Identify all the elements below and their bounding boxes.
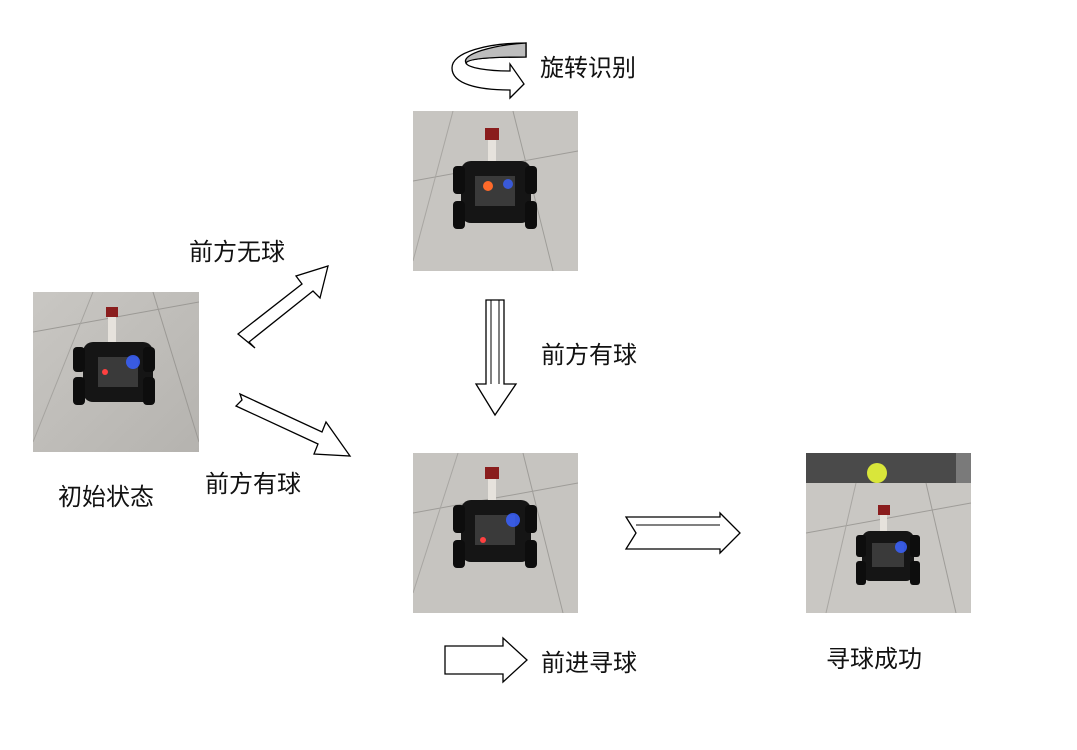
photo-robot-car-rotating — [413, 111, 578, 271]
ball-ahead-diagonal-arrow — [234, 392, 352, 457]
photo-robot-car-initial — [33, 292, 199, 452]
photo-robot-car-forward — [413, 453, 578, 613]
label-rotate-identify: 旋转识别 — [540, 54, 636, 82]
label-ball-ahead-left: 前方有球 — [205, 470, 301, 498]
success-arrow — [624, 511, 741, 555]
label-forward-search: 前进寻球 — [541, 649, 637, 677]
label-search-success: 寻球成功 — [826, 645, 922, 673]
rotate-arrow — [451, 42, 527, 100]
ball-ahead-down-arrow — [474, 299, 518, 417]
photo-robot-car-with-ball — [806, 453, 971, 613]
label-ball-ahead-center: 前方有球 — [541, 341, 637, 369]
forward-arrow — [444, 636, 528, 684]
label-initial-state: 初始状态 — [58, 483, 154, 511]
no-ball-arrow — [236, 265, 329, 349]
label-no-ball-ahead: 前方无球 — [189, 238, 285, 266]
